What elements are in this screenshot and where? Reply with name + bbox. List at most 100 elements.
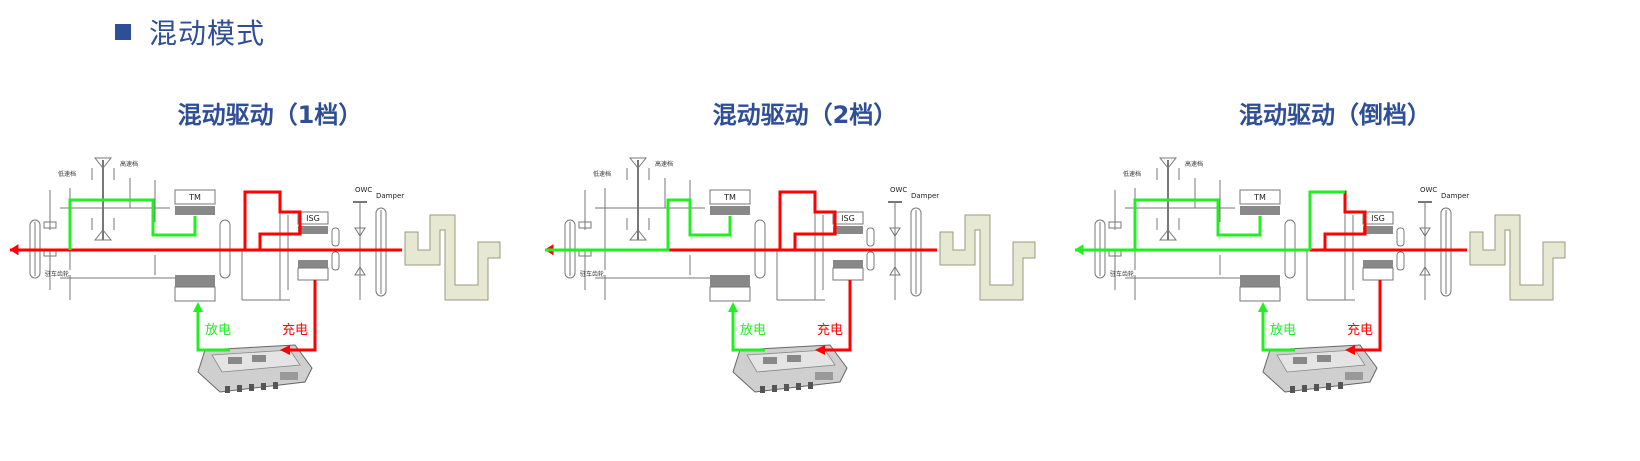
charge-path: [285, 280, 317, 352]
output-arrow: [9, 244, 19, 255]
tm-power-path: [545, 198, 732, 252]
inverter-connector-c: [1345, 372, 1363, 380]
synchronizer-top: [1158, 157, 1178, 169]
bearing-isg-lower: [331, 251, 340, 271]
synchronizer-top: [628, 157, 648, 169]
isg-rotor-lower: [298, 260, 328, 268]
inverter-pin: [808, 382, 813, 389]
tm-box: [709, 189, 751, 205]
inverter-pin: [784, 384, 789, 391]
tm-box: [1239, 189, 1281, 205]
isg-box-lower: [832, 267, 864, 281]
park-gear-upper-box: [1108, 221, 1122, 229]
charge-path: [820, 280, 852, 352]
bearing-isg: [866, 227, 875, 247]
label-low-gear: 低速档: [58, 170, 76, 178]
inverter-pin: [772, 385, 777, 392]
inverter-pin: [249, 384, 254, 391]
bearing-isg: [331, 227, 340, 247]
isg-box-lower: [1362, 267, 1394, 281]
inverter-pin: [796, 383, 801, 390]
gen-box: [709, 286, 751, 302]
owc-symbol: [889, 227, 901, 237]
output-arrow: [1074, 244, 1084, 255]
gen-rotor: [1240, 275, 1280, 287]
engine-power-path: [243, 190, 402, 252]
inverter-connector-b: [1317, 355, 1331, 362]
inverter-pin: [1338, 382, 1343, 389]
charge-label: 充电: [817, 322, 843, 338]
inverter-pin: [1326, 383, 1331, 390]
gen-rotor: [710, 275, 750, 287]
discharge-path: [1261, 308, 1295, 352]
square-bullet-icon: [115, 24, 131, 40]
owc-symbol-lower: [354, 266, 366, 276]
label-high-gear: 高速档: [655, 160, 673, 168]
inverter-pin: [760, 386, 765, 393]
label-high-gear: 高速档: [1185, 160, 1203, 168]
isg-rotor: [1363, 226, 1393, 234]
discharge-label: 放电: [1270, 323, 1296, 338]
isg-box: [297, 211, 329, 225]
gen-box: [1239, 286, 1281, 302]
charge-path: [1350, 280, 1382, 352]
inverter-connector-a: [763, 357, 777, 364]
owc-symbol: [354, 227, 366, 237]
inverter-pin: [1314, 384, 1319, 391]
damper-ring: [910, 207, 922, 297]
discharge-label: 放电: [205, 323, 231, 338]
isg-rotor: [298, 226, 328, 234]
damper-label: Damper: [376, 192, 404, 200]
discharge-arrow: [193, 302, 203, 312]
damper-ring: [375, 207, 387, 297]
engine-crankshaft: [939, 214, 1036, 301]
isg-rotor-lower: [1363, 260, 1393, 268]
charge-label: 充电: [1347, 322, 1373, 338]
bearing-isg-lower: [1396, 251, 1405, 271]
engine-crankshaft: [1469, 214, 1566, 301]
tm-power-path: [68, 198, 197, 250]
label-low-gear: 低速档: [1123, 170, 1141, 178]
engine-power-path: [778, 190, 937, 252]
owc-label: OWC: [355, 186, 372, 194]
park-gear-upper-box: [43, 221, 57, 229]
tm-label: TM: [1253, 193, 1266, 202]
isg-rotor: [833, 226, 863, 234]
isg-box-lower: [297, 267, 329, 281]
inverter-connector-c: [280, 372, 298, 380]
synchronizer-bottom: [1158, 229, 1178, 241]
label-park-gear: 驻车齿轮: [1110, 270, 1134, 278]
owc-symbol: [1419, 227, 1431, 237]
isg-box: [832, 211, 864, 225]
inverter-connector-b: [252, 355, 266, 362]
damper-label: Damper: [1441, 192, 1469, 200]
synchronizer-bottom: [628, 229, 648, 241]
inverter-pin: [1302, 385, 1307, 392]
synchronizer-top: [93, 157, 113, 169]
synchronizer-bottom: [93, 229, 113, 241]
tm-label: TM: [723, 193, 736, 202]
isg-rotor-lower: [833, 260, 863, 268]
tm-rotor: [175, 206, 215, 215]
gen-rotor: [175, 275, 215, 287]
isg-box: [1362, 211, 1394, 225]
isg-label: ISG: [1371, 214, 1385, 223]
label-high-gear: 高速档: [120, 160, 138, 168]
inverter-connector-c: [815, 372, 833, 380]
charge-arrow: [280, 345, 290, 355]
inverter-pin: [273, 382, 278, 389]
panel-title: 混动驱动（1档）: [177, 101, 363, 129]
tm-box: [174, 189, 216, 205]
isg-label: ISG: [306, 214, 320, 223]
inverter-pin: [237, 385, 242, 392]
isg-label: ISG: [841, 214, 855, 223]
discharge-arrow: [1258, 302, 1268, 312]
page-title: 混动模式: [149, 17, 266, 50]
discharge-label: 放电: [740, 323, 766, 338]
